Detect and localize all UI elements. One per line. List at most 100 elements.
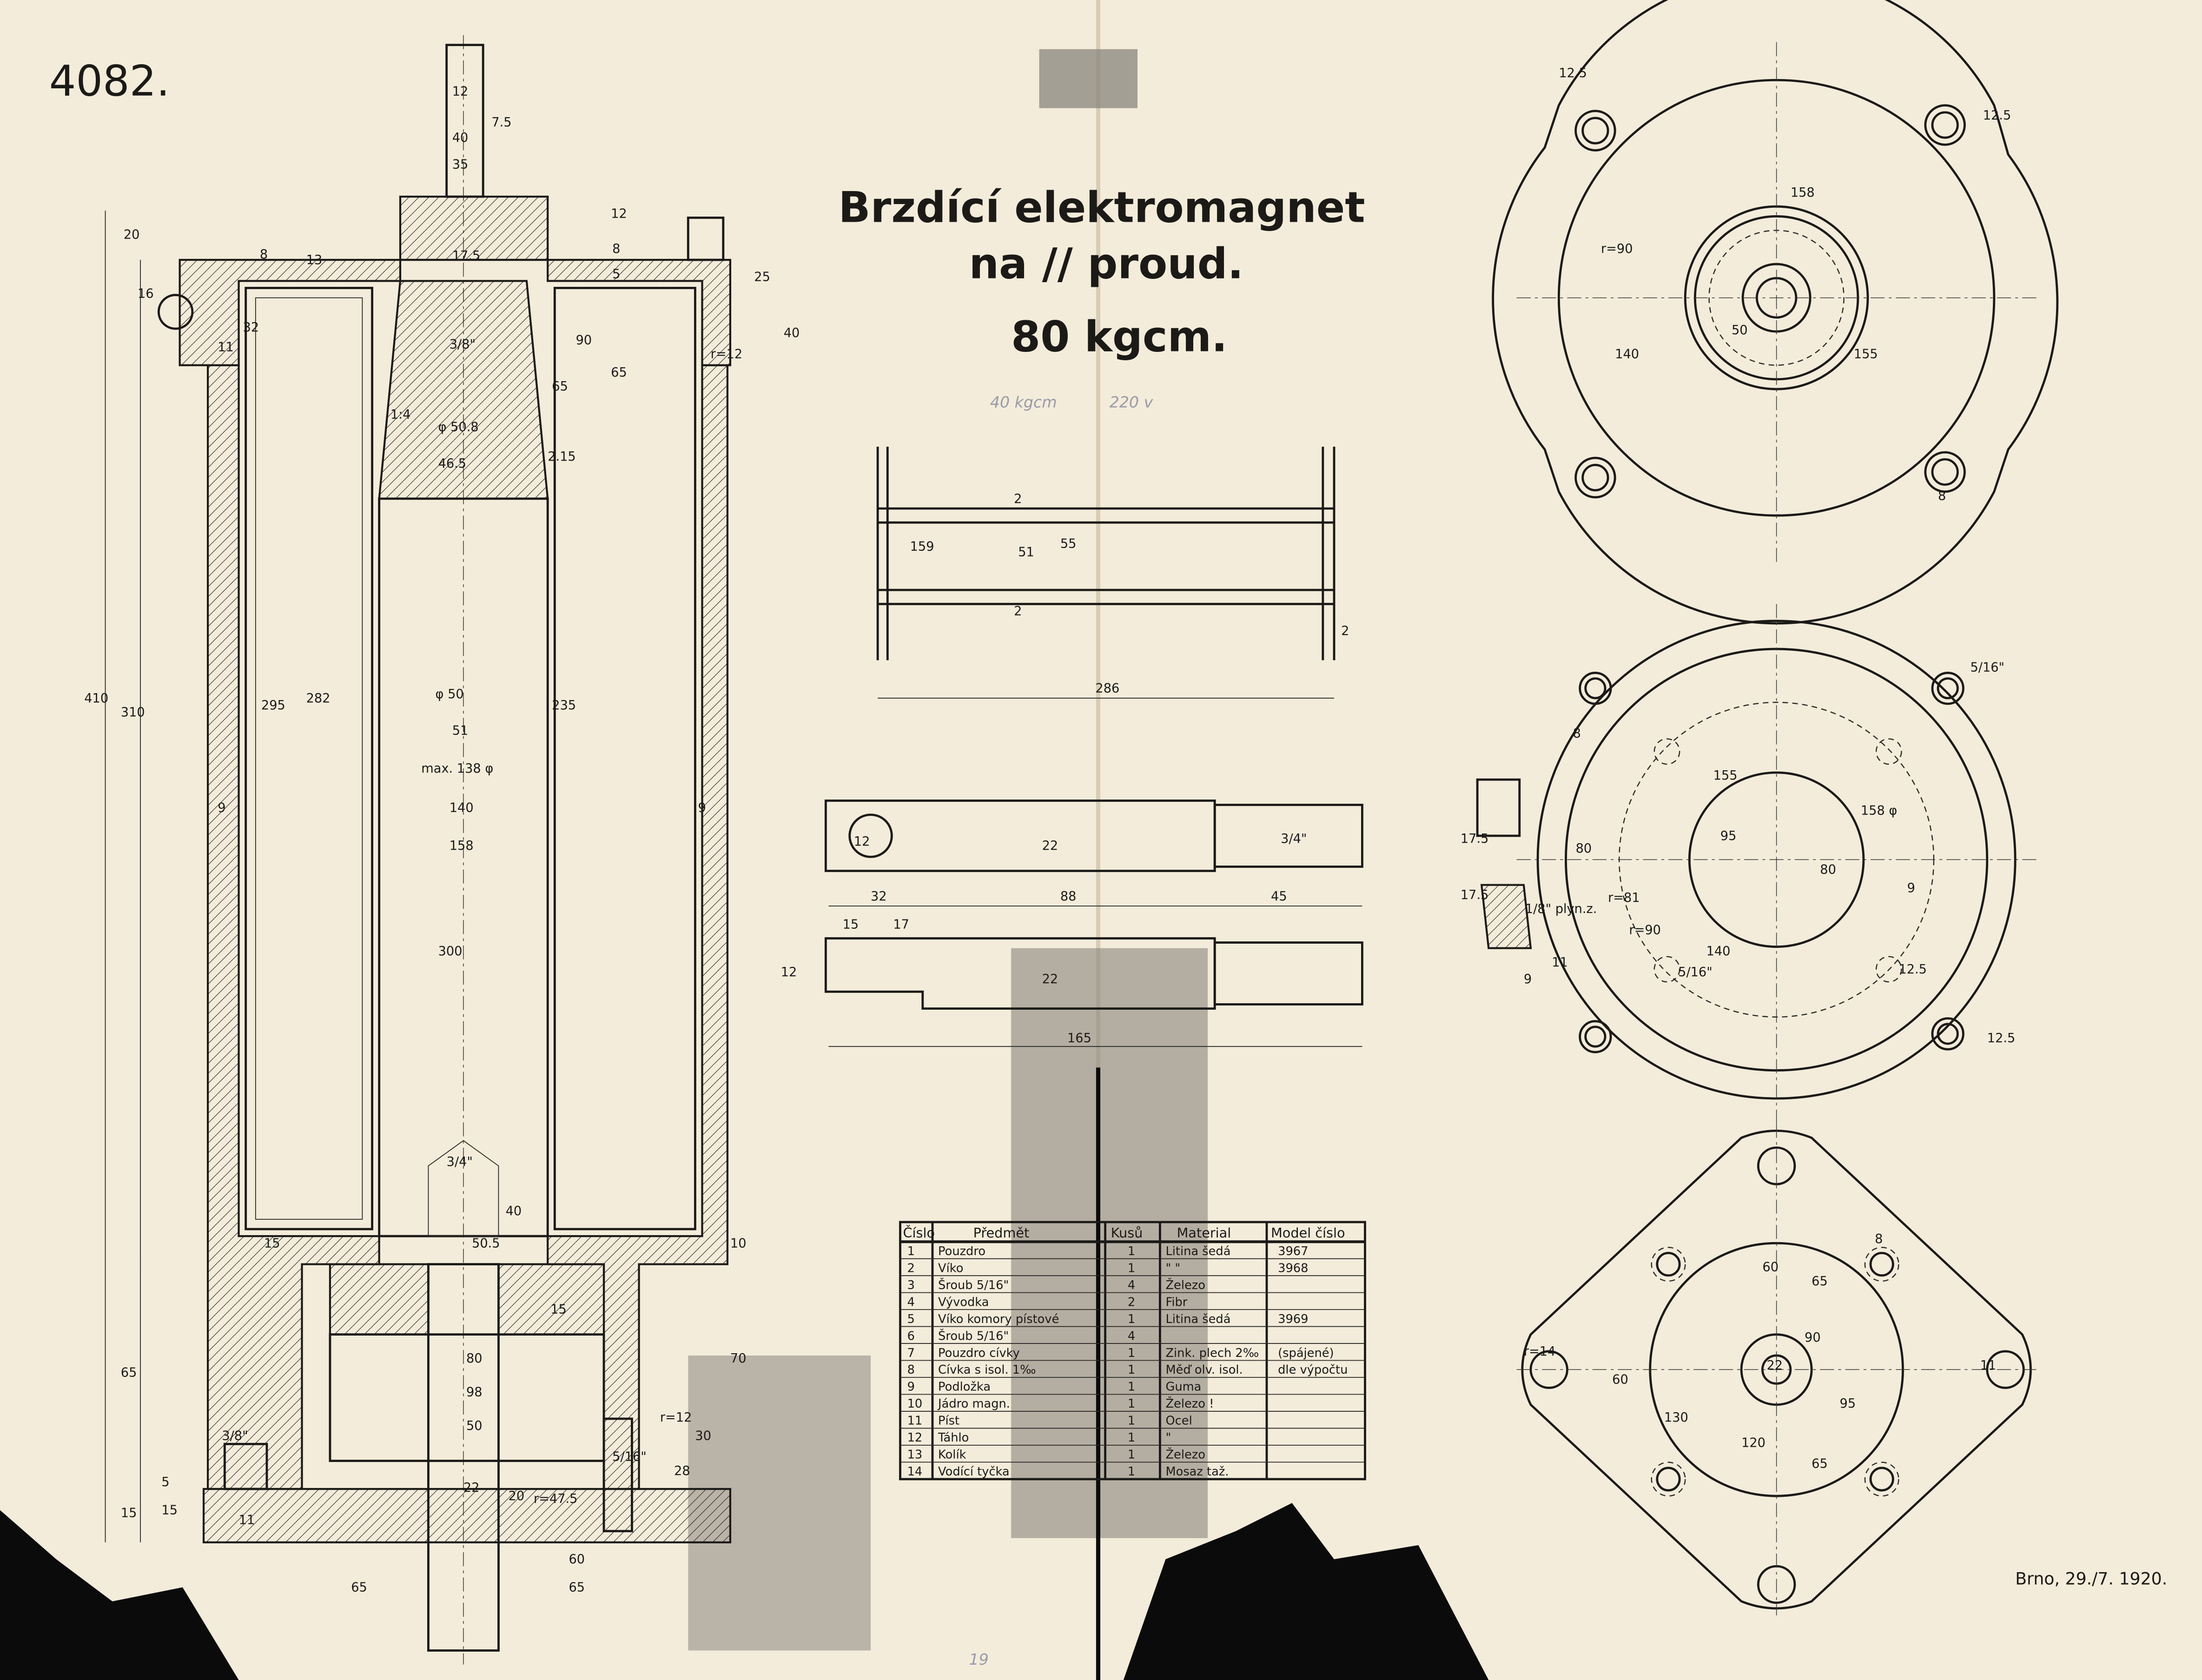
dimension-label: 25 — [754, 270, 770, 284]
dimension-label: 98 — [466, 1385, 483, 1400]
dimension-label: r=90 — [1601, 242, 1633, 256]
row-quantity: 1 — [1128, 1397, 1135, 1411]
dimension-label: 155 — [1713, 768, 1738, 783]
longitudinal-section-view — [105, 35, 732, 1665]
dimension-label: 5 — [612, 267, 620, 281]
row-material: Guma — [1165, 1380, 1201, 1394]
row-number: 3 — [907, 1278, 915, 1292]
coil-spool-view: 159 51 55 2 2 2 286 — [876, 446, 1349, 699]
pencil-note-voltage: 220 v — [1110, 393, 1154, 411]
row-material: Mosaz taž. — [1165, 1465, 1229, 1479]
dimension-label: 15 — [843, 917, 859, 932]
dimension-label: 11 — [1980, 1358, 1997, 1373]
dimension-label: 130 — [1664, 1410, 1688, 1425]
dimension-label: 5/16" — [1971, 660, 2005, 675]
dimension-label: 8 — [612, 242, 620, 256]
dimension-label: 11 — [1552, 955, 1568, 970]
dimension-label: 8 — [1938, 489, 1946, 503]
dimension-label: 159 — [910, 540, 934, 554]
dimension-label: 235 — [552, 698, 576, 713]
row-number: 11 — [907, 1414, 923, 1428]
row-material: " — [1165, 1431, 1171, 1445]
dimension-label: 13 — [306, 253, 323, 267]
title-line-3: 80 kgcm. — [1011, 312, 1227, 361]
dimension-label: 1/8" plyn.z. — [1525, 902, 1597, 916]
dimension-label: 12 — [611, 206, 627, 221]
dimension-label: 90 — [1805, 1330, 1821, 1345]
dimension-label: r=12 — [660, 1410, 692, 1425]
dimension-label: 9 — [218, 801, 225, 815]
header-item: Předmět — [973, 1225, 1030, 1241]
row-quantity: 1 — [1128, 1431, 1135, 1445]
row-number: 1 — [907, 1244, 915, 1258]
dimension-label: 22 — [1042, 972, 1058, 986]
row-item: Vodící tyčka — [938, 1465, 1010, 1479]
dimension-label: 11 — [218, 340, 234, 354]
row-number: 4 — [907, 1295, 915, 1309]
dimension-label: 5 — [161, 1475, 169, 1489]
row-model-number: dle výpočtu — [1278, 1363, 1348, 1377]
dimension-label: 12 — [854, 834, 870, 849]
dimension-label: 70 — [730, 1351, 747, 1366]
dimension-label: 12.5 — [1987, 1031, 2016, 1045]
row-item: Šroub 5/16" — [938, 1328, 1009, 1343]
row-item: Cívka s isol. 1‰ — [938, 1363, 1036, 1377]
dimension-label: 22 — [1766, 1358, 1783, 1373]
dimension-label: 65 — [1812, 1274, 1828, 1289]
dimension-label: r=14 — [1524, 1344, 1556, 1359]
dimension-label: 65 — [611, 365, 627, 380]
chamber-cover-view: 8 60 65 90 r=14 22 60 130 95 120 65 11 — [1516, 1124, 2037, 1615]
section-dimension-labels: 12 40 35 7.5 20 12 8 13 17.5 8 5 16 32 1… — [84, 84, 800, 1594]
dimension-label: 12.5 — [1559, 66, 1587, 80]
header-model-number: Model číslo — [1271, 1225, 1345, 1241]
dimension-label: 5/16" — [612, 1450, 647, 1464]
dimension-label: 15 — [161, 1503, 178, 1517]
row-quantity: 4 — [1128, 1329, 1135, 1343]
dimension-label: 22 — [463, 1481, 480, 1495]
tape-stain-top — [1039, 49, 1138, 108]
dimension-label: 51 — [452, 723, 469, 738]
torn-corner-left — [0, 1510, 239, 1680]
row-number: 5 — [907, 1312, 915, 1326]
row-quantity: 1 — [1128, 1380, 1135, 1394]
dimension-label: 65 — [1812, 1457, 1828, 1471]
row-item: Jádro magn. — [937, 1397, 1010, 1411]
dimension-label: 9 — [698, 801, 706, 815]
dimension-label: 17.5 — [1461, 832, 1489, 846]
row-quantity: 1 — [1128, 1346, 1135, 1360]
dimension-label: 8 — [260, 247, 268, 262]
row-quantity: 2 — [1128, 1295, 1135, 1309]
dimension-label: 10 — [730, 1236, 747, 1250]
dimension-label: 2 — [1014, 492, 1022, 506]
row-quantity: 1 — [1128, 1244, 1135, 1258]
dimension-label: r=81 — [1608, 891, 1640, 905]
dimension-label: 20 — [124, 228, 140, 242]
row-item: Víko komory pístové — [938, 1312, 1059, 1326]
dimension-label: 95 — [1840, 1396, 1856, 1411]
dimension-label: 140 — [450, 801, 474, 815]
dimension-label: 3/8" — [222, 1429, 248, 1443]
dimension-label: 65 — [569, 1581, 585, 1595]
dimension-label: 15 — [550, 1302, 567, 1316]
row-quantity: 1 — [1128, 1261, 1135, 1275]
housing-end-view: 5/16" 8 155 158 φ 95 80 80 17.5 17.5 r=8… — [1461, 604, 2037, 1124]
row-item: Podložka — [938, 1380, 991, 1394]
dimension-label: 286 — [1095, 681, 1119, 696]
row-material: Zink. plech 2‰ — [1165, 1346, 1259, 1360]
row-item: Táhlo — [938, 1431, 969, 1445]
row-material: Měď olv. isol. — [1165, 1363, 1243, 1377]
dimension-label: 46.5 — [438, 456, 467, 471]
header-quantity: Kusů — [1111, 1225, 1143, 1241]
dimension-label: 3/8" — [450, 337, 476, 351]
dimension-label: 9 — [1907, 881, 1915, 895]
pencil-note-force: 40 kgcm — [990, 393, 1057, 411]
row-quantity: 4 — [1128, 1278, 1135, 1292]
row-quantity: 1 — [1128, 1312, 1135, 1326]
row-item: Pouzdro — [938, 1244, 985, 1258]
row-model-number: 3967 — [1278, 1244, 1308, 1258]
